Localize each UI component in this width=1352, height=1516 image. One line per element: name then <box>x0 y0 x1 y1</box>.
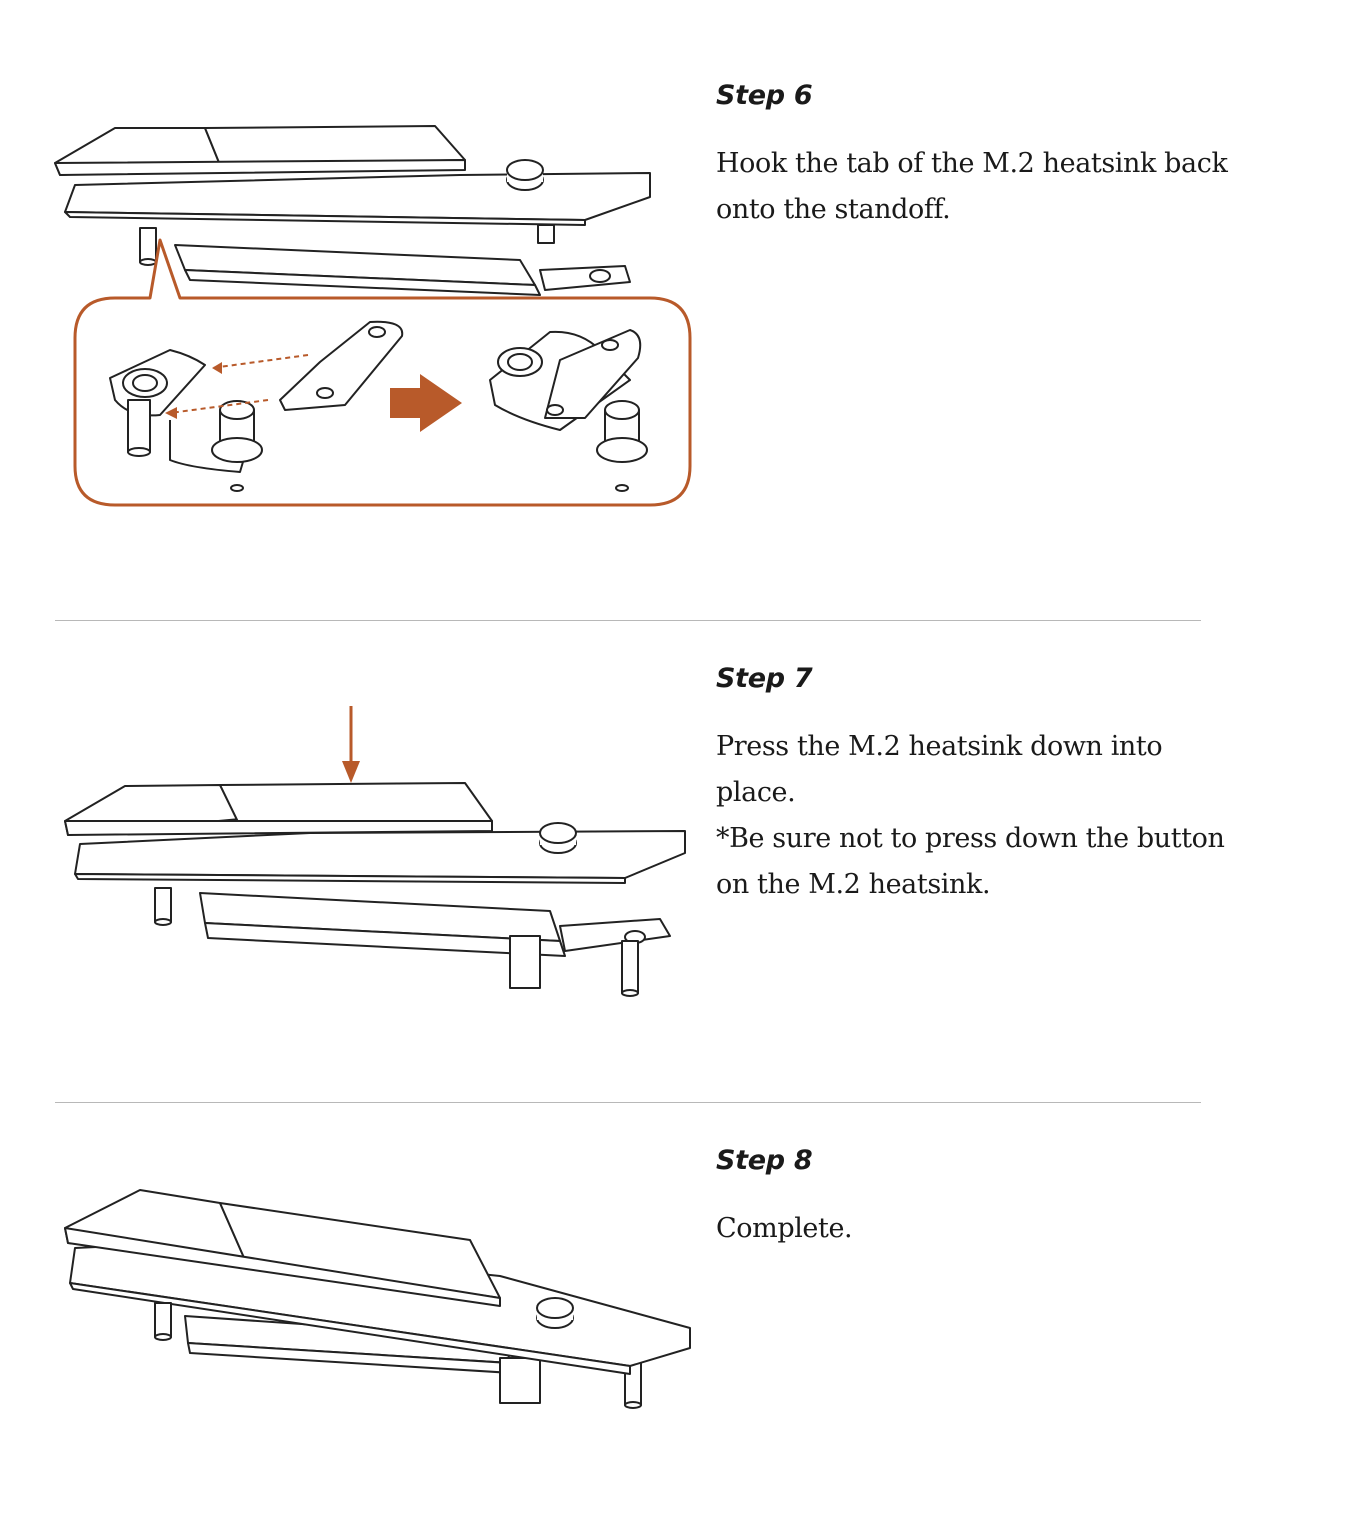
step-7-section: Step 7 Press the M.2 heatsink down into … <box>0 621 1352 1101</box>
step-6-description: Hook the tab of the M.2 heatsink back on… <box>716 148 1228 225</box>
step-7-description: Press the M.2 heatsink down into place. … <box>716 724 1276 908</box>
step-6-illustration <box>40 100 700 520</box>
direction-arrow-icon <box>390 374 462 432</box>
step-6-section: Step 6 Hook the tab of the M.2 heatsink … <box>0 0 1352 620</box>
step-7-note: *Be sure not to press down the button <box>716 823 1225 854</box>
installed-diagram <box>64 1189 691 1409</box>
step-8-description: Complete. <box>716 1213 853 1244</box>
step-7-illustration <box>40 701 700 1011</box>
divider-2 <box>55 1102 1201 1103</box>
step-8-illustration <box>40 1188 700 1418</box>
step-7-title: Step 7 <box>716 663 813 694</box>
heatsink-hook-diagram <box>54 125 692 507</box>
step-8-section: Step 8 Complete. <box>0 1103 1352 1516</box>
step-8-title: Step 8 <box>716 1145 813 1176</box>
dashed-arrows <box>169 354 309 414</box>
press-down-diagram <box>64 706 686 997</box>
divider-1 <box>55 620 1201 621</box>
step-6-title: Step 6 <box>716 80 813 111</box>
callout-frame <box>73 238 692 507</box>
